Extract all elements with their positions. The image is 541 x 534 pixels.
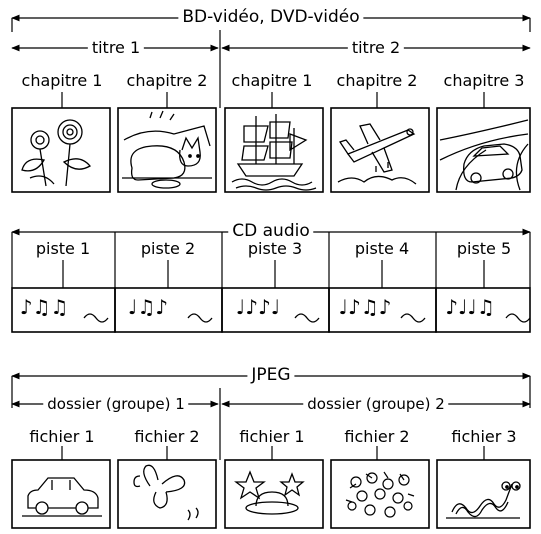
chapter-label: chapitre 1 <box>227 72 317 90</box>
file-label: fichier 3 <box>447 428 521 446</box>
video-group-label: titre 2 <box>347 39 405 57</box>
flowers-icon <box>345 471 415 518</box>
car-on-road-icon <box>439 119 529 191</box>
jpeg-section-title: JPEG <box>247 366 295 384</box>
butterfly-icon <box>133 464 199 521</box>
airplane-icon <box>337 123 417 185</box>
track-label: piste 2 <box>136 240 200 258</box>
file-label: fichier 2 <box>130 428 204 446</box>
music-notes-icon: ♩♫♪ <box>127 295 169 319</box>
chapter-label: chapitre 2 <box>122 72 212 90</box>
sailing-ship-icon <box>231 114 317 191</box>
file-frames <box>11 459 531 529</box>
track-label: piste 4 <box>350 240 414 258</box>
folder-label: dossier (groupe) 1 <box>43 395 189 413</box>
sunflower-icon <box>21 119 91 187</box>
car-icon <box>22 477 102 517</box>
music-notes-icon: ♪♫♫ <box>19 295 69 319</box>
file-label: fichier 1 <box>235 428 309 446</box>
worm-icon <box>446 481 521 519</box>
music-notes-icon: ♩♪♫♪ <box>338 295 392 319</box>
track-frames <box>11 287 531 333</box>
file-label: fichier 1 <box>25 428 99 446</box>
video-group-label: titre 1 <box>87 39 145 57</box>
music-notes-icon: ♪♩♩♫ <box>445 295 495 319</box>
track-label: piste 5 <box>452 240 516 258</box>
audio-section-title: CD audio <box>228 222 314 240</box>
video-section-title: BD-vidéo, DVD-vidéo <box>178 8 364 26</box>
music-notes-icon: ♩♪♪♩ <box>235 295 281 319</box>
wave-icons <box>83 313 531 323</box>
track-label: piste 1 <box>31 240 95 258</box>
chapter-label: chapitre 3 <box>439 72 529 90</box>
cat-icon <box>122 110 212 189</box>
chapter-label: chapitre 2 <box>332 72 422 90</box>
stars-planet-icon <box>234 470 305 515</box>
chapter-label: chapitre 1 <box>17 72 107 90</box>
file-label: fichier 2 <box>340 428 414 446</box>
track-label: piste 3 <box>243 240 307 258</box>
folder-label: dossier (groupe) 2 <box>303 395 449 413</box>
chapter-frames <box>11 107 531 193</box>
